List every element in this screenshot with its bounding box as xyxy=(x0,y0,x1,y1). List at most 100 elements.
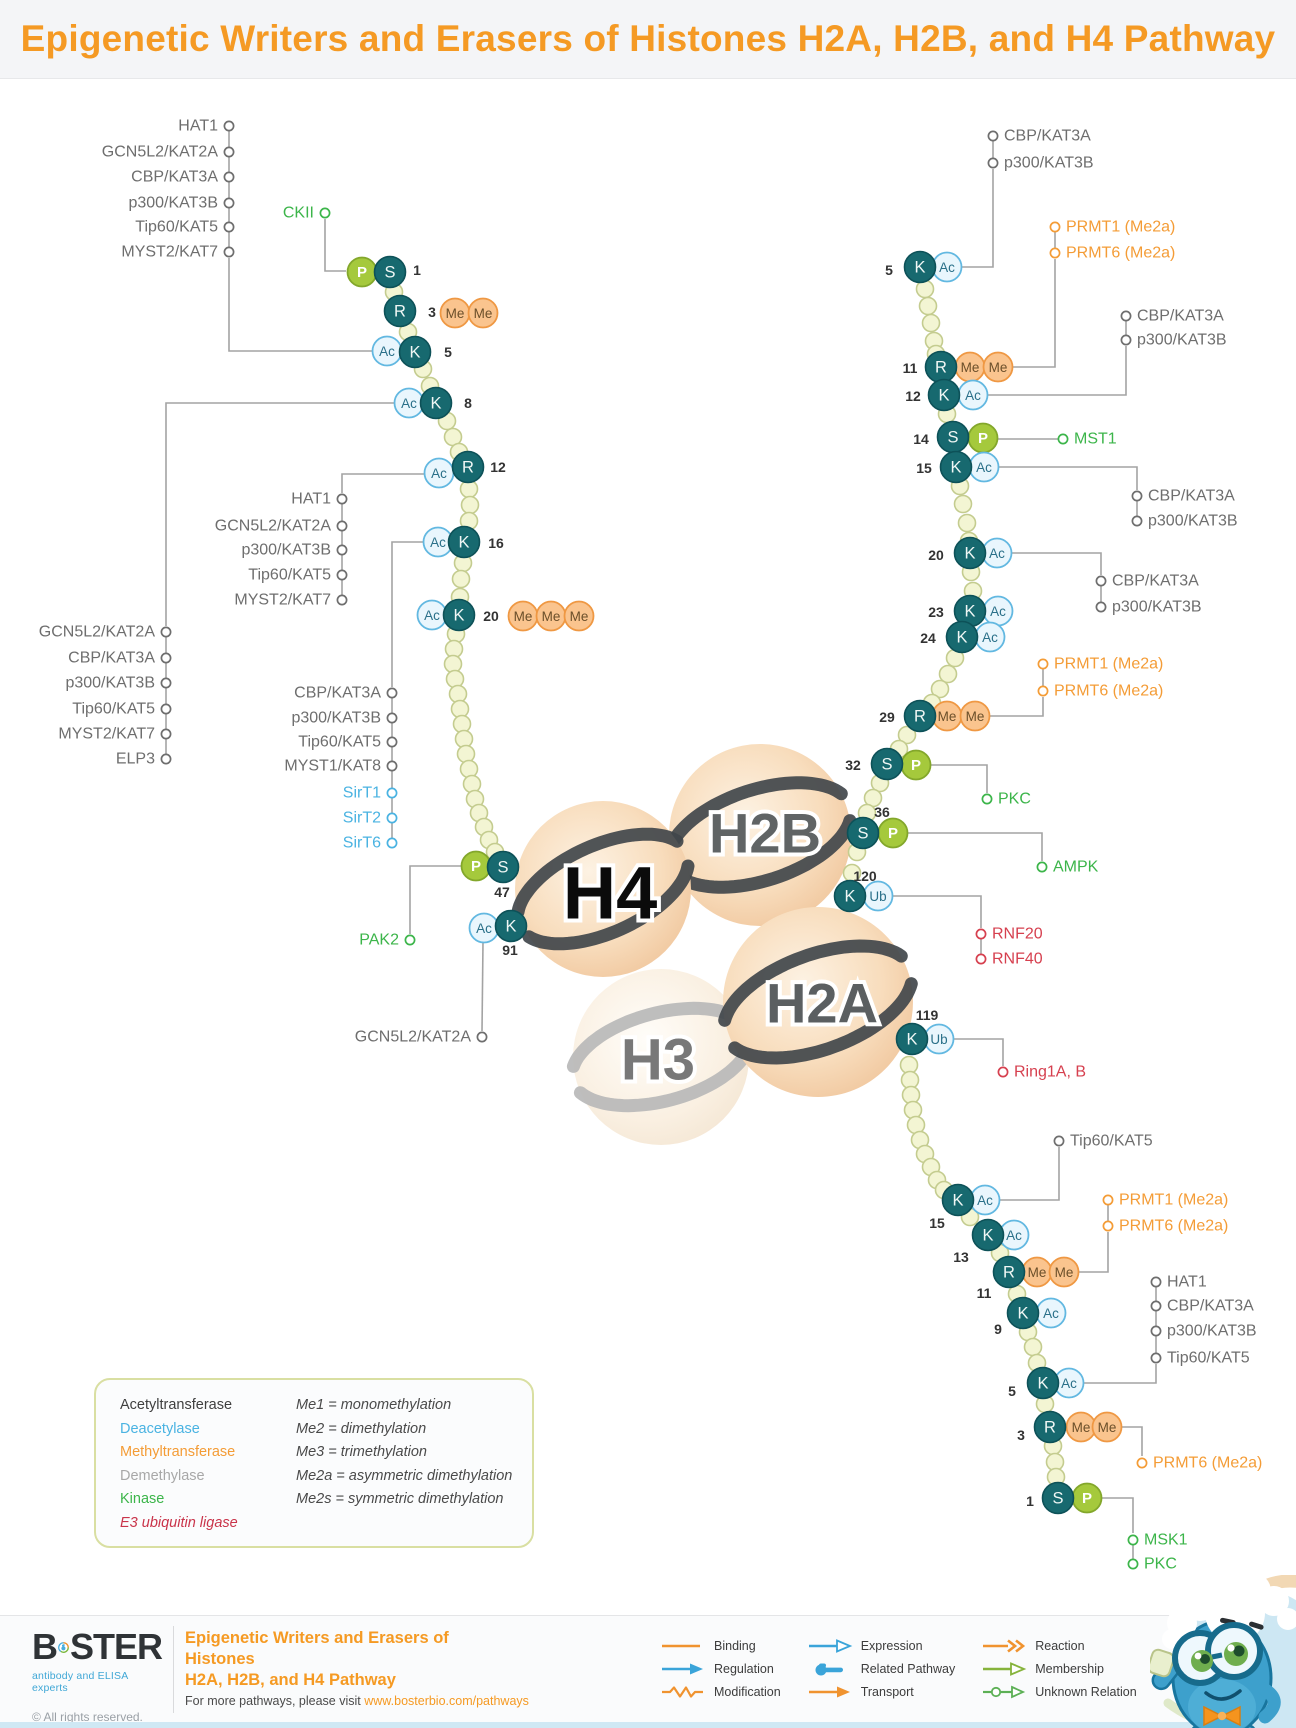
connector-line xyxy=(962,169,994,268)
position-number: 91 xyxy=(502,942,518,958)
bracket-circle xyxy=(1095,575,1107,587)
mod-circle xyxy=(1091,1411,1123,1443)
pathways-link[interactable]: www.bosterbio.com/pathways xyxy=(364,1694,529,1708)
bracket-circle xyxy=(336,544,348,556)
enzyme-label: ELP3 xyxy=(116,751,155,768)
enzyme-label: MYST2/KAT7 xyxy=(121,244,218,261)
bracket-circle xyxy=(223,221,235,233)
enzyme-label: PRMT1 (Me2a) xyxy=(1066,219,1175,236)
relation-item: Unknown Relation xyxy=(981,1680,1137,1703)
histone-ball-H2B: H2B xyxy=(663,744,857,926)
mod-me: Me xyxy=(982,351,1014,383)
mod-ub: Ub xyxy=(923,1023,955,1055)
residue-circle xyxy=(451,450,485,484)
bracket-circle xyxy=(987,130,999,142)
mod-p: P xyxy=(877,817,909,849)
residue-circle xyxy=(398,335,432,369)
bracket-circle xyxy=(1037,658,1049,670)
mod-me: Me xyxy=(535,600,567,632)
mod-ac: Ac xyxy=(416,599,448,631)
mod-me: Me xyxy=(467,297,499,329)
bracket-circle xyxy=(160,703,172,715)
residue-letter: S xyxy=(384,264,395,282)
bracket-circle xyxy=(386,687,398,699)
legend-enzyme-item: Deacetylase xyxy=(120,1420,200,1437)
bracket-circle xyxy=(975,928,987,940)
enzyme-label: MYST1/KAT8 xyxy=(284,758,381,775)
chain-bead xyxy=(460,495,480,515)
enzyme-label: GCN5L2/KAT2A xyxy=(39,624,156,641)
residue-circle xyxy=(945,620,979,654)
position-number: 15 xyxy=(929,1215,945,1231)
mod-me: Me xyxy=(1021,1256,1053,1288)
enzyme-label: RNF20 xyxy=(992,926,1043,943)
residue-letter: K xyxy=(964,545,975,563)
enzyme-group: HAT1GCN5L2/KAT2Ap300/KAT3BTip60/KAT5MYST… xyxy=(215,473,424,609)
bracket-circle xyxy=(1037,685,1049,697)
bracket-circle xyxy=(987,157,999,169)
relation-label: Binding xyxy=(714,1638,756,1653)
connector-line xyxy=(1013,259,1056,368)
relation-column: Reaction Membership Unknown Relation xyxy=(981,1634,1137,1703)
bracket-circle xyxy=(223,120,235,132)
residue-S: S xyxy=(936,420,970,454)
mod-circle xyxy=(1048,1256,1080,1288)
legend-meaning-item: Me2a = asymmetric dimethylation xyxy=(296,1467,513,1484)
enzyme-label: SirT6 xyxy=(343,835,381,852)
footer-accent-strip xyxy=(0,1722,1296,1728)
mod-label: Me xyxy=(1098,1420,1117,1435)
legend-enzyme-item: E3 ubiquitin ligase xyxy=(120,1514,238,1531)
position-number: 23 xyxy=(928,604,944,620)
residue-circle xyxy=(383,294,417,328)
residue-letter: S xyxy=(881,756,892,774)
residue-letter: S xyxy=(947,429,958,447)
mod-label: P xyxy=(357,264,367,281)
bracket-circle xyxy=(386,760,398,772)
bracket-circle xyxy=(160,728,172,740)
mod-p: P xyxy=(967,422,999,454)
residue-circle xyxy=(903,699,937,733)
residue-circle xyxy=(846,816,880,850)
bracket-circle xyxy=(223,146,235,158)
mod-me: Me xyxy=(1091,1411,1123,1443)
residue-circle xyxy=(494,909,528,943)
bracket-circle xyxy=(386,787,398,799)
residue-circle xyxy=(927,378,961,412)
mod-ac: Ac xyxy=(371,335,403,367)
mod-circle xyxy=(959,700,991,732)
position-number: 20 xyxy=(928,547,944,563)
residue-letter: K xyxy=(950,459,961,477)
relation-label: Related Pathway xyxy=(860,1661,956,1676)
bracket-circle xyxy=(336,493,348,505)
histone-label: H4 xyxy=(563,852,658,935)
bracket-circle xyxy=(1131,515,1143,527)
residue-letter: K xyxy=(844,888,855,906)
mod-label: Ub xyxy=(869,889,886,904)
residue-letter: K xyxy=(409,344,420,362)
position-number: 11 xyxy=(903,360,918,376)
connector-line xyxy=(165,402,394,626)
legend-meaning-item: Me2s = symmetric dimethylation xyxy=(296,1491,504,1507)
residue-letter: K xyxy=(914,259,925,277)
connector-line xyxy=(1000,1147,1060,1201)
enzyme-label: PRMT1 (Me2a) xyxy=(1119,1192,1228,1209)
bracket-circle xyxy=(1095,601,1107,613)
bracket-circle xyxy=(336,520,348,532)
mod-circle xyxy=(982,351,1014,383)
copyright-text: © All rights reserved. xyxy=(32,1710,143,1724)
chevron2-icon xyxy=(983,1638,1026,1653)
residue-R: R xyxy=(924,350,958,384)
mod-p: P xyxy=(346,256,378,288)
bracket-circle xyxy=(223,246,235,258)
enzyme-label: p300/KAT3B xyxy=(128,195,218,212)
mod-me: Me xyxy=(507,600,539,632)
residue-K: K xyxy=(903,250,937,284)
connector-line xyxy=(1102,1497,1134,1533)
connector-line xyxy=(990,697,1044,717)
enzyme-label: PRMT1 (Me2a) xyxy=(1054,656,1163,673)
mod-label: Ac xyxy=(965,388,981,403)
